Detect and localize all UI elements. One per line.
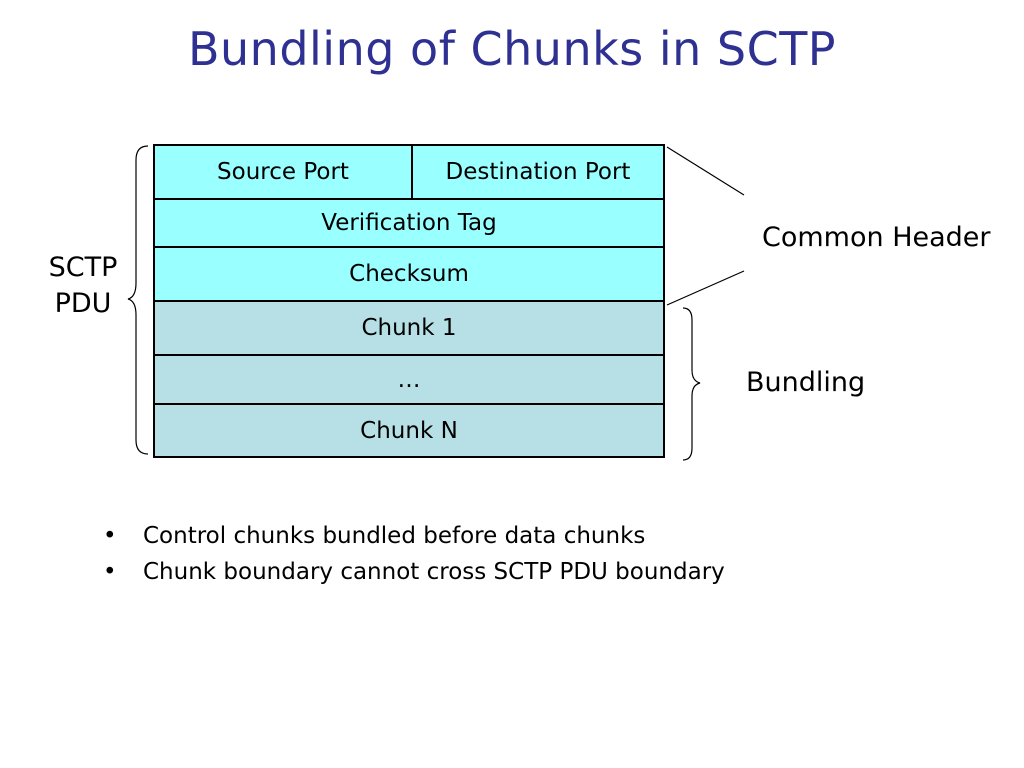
bullet-dot: • — [103, 559, 117, 585]
slide-title: Bundling of Chunks in SCTP — [187, 22, 837, 76]
common-header-label: Common Header — [762, 222, 991, 253]
pdu-left-brace — [127, 145, 149, 455]
checksum-label: Checksum — [349, 261, 469, 287]
bullet-list: • Control chunks bundled before data chu… — [103, 518, 725, 590]
chunk-row-label: Chunk 1 — [361, 315, 457, 341]
pdu-label-line2: PDU — [54, 288, 112, 319]
pdu-label-line1: SCTP — [48, 252, 118, 283]
chunk-row-n: Chunk N — [153, 403, 665, 458]
bundling-right-brace — [682, 307, 701, 461]
sctp-pdu-label: SCTP PDU — [38, 250, 128, 322]
source-port-cell: Source Port — [155, 146, 413, 198]
bullet-item: • Control chunks bundled before data chu… — [103, 518, 725, 554]
bullet-item: • Chunk boundary cannot cross SCTP PDU b… — [103, 554, 725, 590]
port-row: Source Port Destination Port — [153, 144, 665, 200]
bundling-label: Bundling — [746, 367, 866, 398]
destination-port-label: Destination Port — [445, 159, 631, 185]
bullet-dot: • — [103, 523, 117, 549]
header-connector-bottom — [666, 270, 745, 306]
destination-port-cell: Destination Port — [413, 146, 663, 198]
source-port-label: Source Port — [217, 159, 349, 185]
bullet-text: Control chunks bundled before data chunk… — [143, 523, 646, 549]
verification-tag-label: Verification Tag — [321, 210, 497, 236]
bullet-text: Chunk boundary cannot cross SCTP PDU bou… — [143, 559, 725, 585]
header-connector-top — [666, 146, 745, 196]
chunk-row-label: … — [397, 366, 421, 393]
chunk-row-label: Chunk N — [360, 417, 458, 444]
